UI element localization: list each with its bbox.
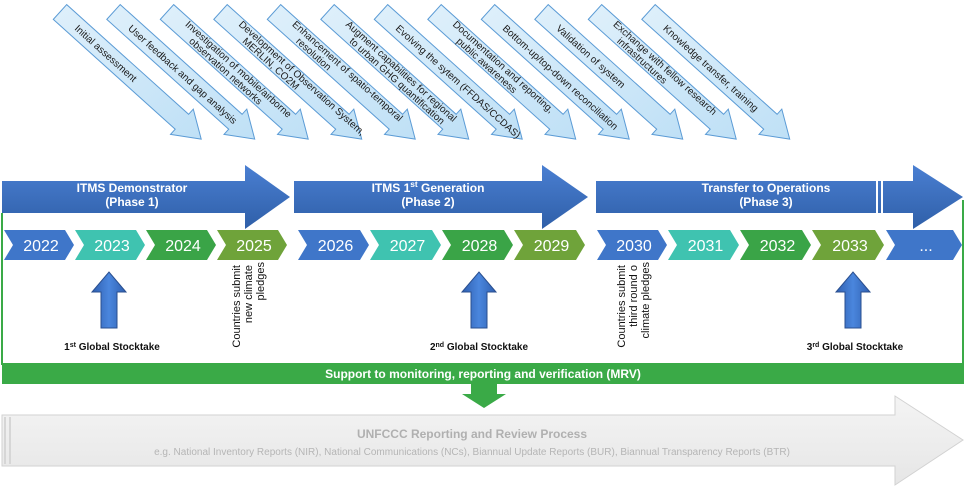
activity-arrow-shape xyxy=(587,3,737,140)
stocktake-1-arrow-icon xyxy=(90,271,128,329)
stocktake-3-arrow-icon xyxy=(834,271,872,329)
phase-arrow-2: ITMS 1st Generation (Phase 2) xyxy=(294,165,588,229)
year-label: 2030 xyxy=(616,238,652,255)
year-chevron-shape xyxy=(217,230,287,260)
note-2030-line1: Countries submit xyxy=(616,265,628,348)
year-chevron-shape xyxy=(514,230,585,260)
year-chevron-shape xyxy=(812,230,884,260)
activity-arrow-shape xyxy=(159,3,309,140)
year-chevron-shape xyxy=(597,230,667,260)
phase-3-title: Transfer to Operations xyxy=(702,181,831,195)
activity-arrow-shape xyxy=(266,3,416,140)
year-chevron: ... xyxy=(886,230,962,260)
stocktake-2: 2nd Global Stocktake xyxy=(430,271,528,354)
mrv-down-arrow-icon xyxy=(462,384,506,408)
phase-arrow-3: Transfer to Operations (Phase 3) xyxy=(596,165,963,229)
note-2025-line2: new climate xyxy=(243,265,255,323)
svg-text:Countries submit new clima: Countries submit new climate pledges xyxy=(231,262,267,348)
stocktake-2-label: 2nd Global Stocktake xyxy=(430,342,528,354)
activity-arrow-shape xyxy=(52,3,202,140)
year-label: 2025 xyxy=(236,238,272,255)
year-chevron: 2025 xyxy=(217,230,287,260)
year-label: 2026 xyxy=(318,238,354,255)
year-label: 2028 xyxy=(462,238,498,255)
note-2030-line2: third round o xyxy=(628,265,640,327)
year-timeline: 2022 2023 2024 2025 2026 2027 2028 2029 2030 2031… xyxy=(4,230,962,260)
phase-2-sub: (Phase 2) xyxy=(401,195,454,209)
phase-3-sub: (Phase 3) xyxy=(739,195,792,209)
year-chevron-shape xyxy=(740,230,811,260)
activity-arrow-shape xyxy=(427,3,577,140)
year-chevron-shape xyxy=(146,230,216,260)
activity-arrow-shape xyxy=(534,3,684,140)
unfccc-subtitle: e.g. National Inventory Reports (NIR), N… xyxy=(154,447,790,458)
year-chevron-shape xyxy=(4,230,74,260)
activity-arrow-shape xyxy=(320,3,470,140)
year-chevron-shape xyxy=(75,230,145,260)
phase-arrow-1: ITMS Demonstrator (Phase 1) xyxy=(2,165,290,229)
activity-arrow-shape xyxy=(373,3,523,140)
note-2025-line3: pledges xyxy=(255,262,267,301)
year-chevron: 2028 xyxy=(442,230,513,260)
activity-arrow-shape xyxy=(106,3,256,140)
year-chevron-shape xyxy=(886,230,962,260)
year-chevron: 2024 xyxy=(146,230,216,260)
unfccc-arrow: UNFCCC Reporting and Review Process e.g.… xyxy=(1,395,964,486)
year-chevron-shape xyxy=(298,230,369,260)
stocktake-3: 3rd Global Stocktake xyxy=(807,271,904,354)
activity-arrow-shape xyxy=(641,3,791,140)
stocktake-1-label: 1st Global Stocktake xyxy=(64,342,160,354)
year-label: 2032 xyxy=(760,238,796,255)
year-chevron: 2027 xyxy=(370,230,441,260)
year-label: 2022 xyxy=(23,238,59,255)
year-chevron: 2022 xyxy=(4,230,74,260)
unfccc-title: UNFCCC Reporting and Review Process xyxy=(357,427,587,441)
year-label: 2029 xyxy=(534,238,570,255)
svg-text:Countries submit third rou: Countries submit third round o climate p… xyxy=(616,262,652,348)
year-chevron: 2031 xyxy=(668,230,739,260)
activity-arrow-shape xyxy=(480,3,630,140)
phase-1-title: ITMS Demonstrator xyxy=(77,181,188,195)
year-chevron-shape xyxy=(370,230,441,260)
note-2030-line3: climate pledges xyxy=(640,262,652,339)
year-label: 2033 xyxy=(832,238,868,255)
stocktake-3-label: 3rd Global Stocktake xyxy=(807,342,904,354)
mrv-bar xyxy=(2,363,964,384)
activity-arrow-shape xyxy=(213,3,363,140)
note-2025-line1: Countries submit xyxy=(231,265,243,348)
mrv-label: Support to monitoring, reporting and ver… xyxy=(325,367,641,381)
year-label: 2031 xyxy=(688,238,724,255)
year-label: 2024 xyxy=(165,238,201,255)
year-chevron: 2032 xyxy=(740,230,811,260)
year-chevron-shape xyxy=(668,230,739,260)
stocktake-2-arrow-icon xyxy=(460,271,498,329)
stocktake-1: 1st Global Stocktake xyxy=(64,271,160,354)
year-chevron: 2029 xyxy=(514,230,585,260)
year-chevron: 2033 xyxy=(812,230,884,260)
year-label: 2023 xyxy=(94,238,130,255)
phase-1-sub: (Phase 1) xyxy=(105,195,158,209)
activity-label: Knowledge transfer, training xyxy=(660,23,759,114)
year-chevron-shape xyxy=(442,230,513,260)
year-chevron: 2030 xyxy=(597,230,667,260)
year-label: 2027 xyxy=(390,238,426,255)
phase-2-title: ITMS 1st Generation xyxy=(372,179,485,195)
year-chevron: 2023 xyxy=(75,230,145,260)
year-label: ... xyxy=(919,238,932,255)
year-chevron: 2026 xyxy=(298,230,369,260)
